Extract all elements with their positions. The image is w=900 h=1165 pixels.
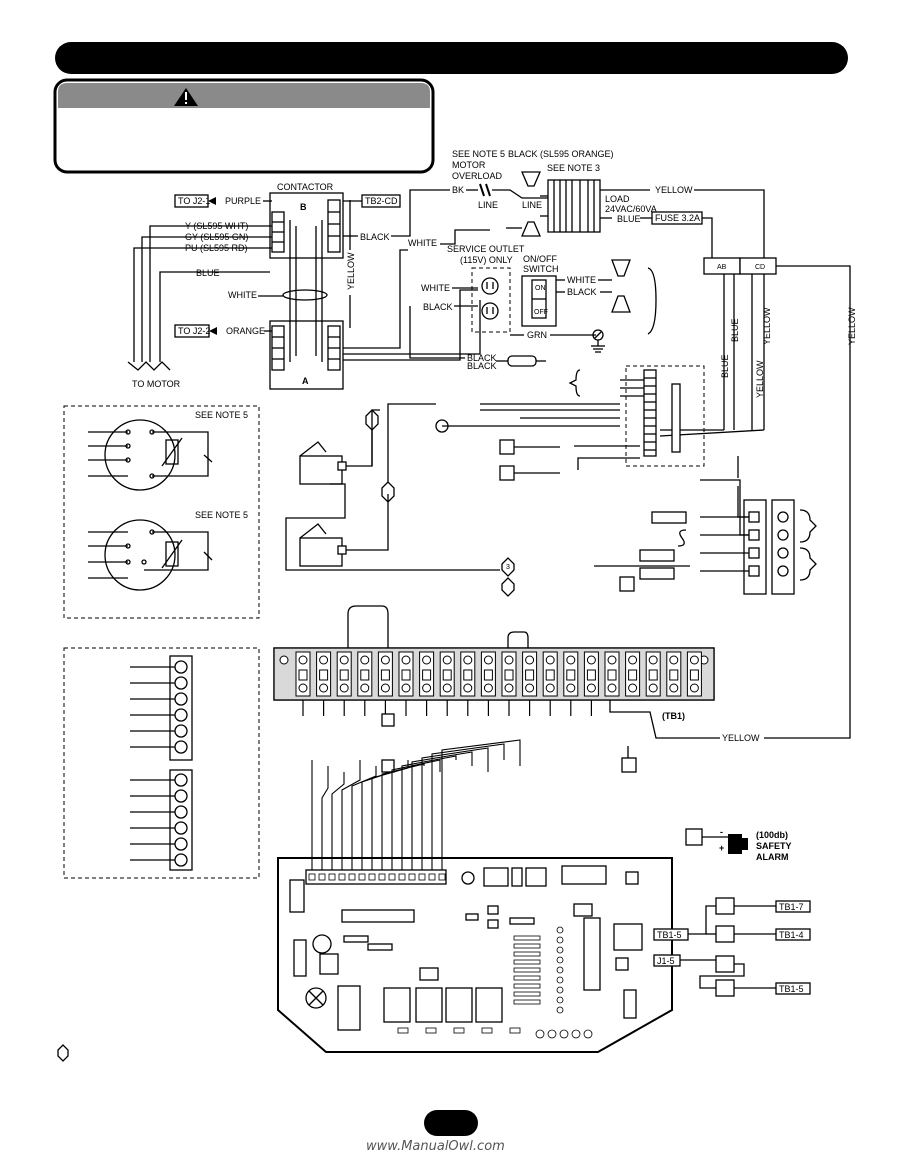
load-label: LOAD <box>605 194 630 204</box>
tb1-5-label-b: TB1-5 <box>779 984 804 994</box>
blue-label-transformer: BLUE <box>617 214 641 224</box>
connector-pins-2 <box>130 773 188 867</box>
switch-on-label: ON <box>535 285 546 292</box>
blue-label-vertical-2: BLUE <box>720 354 730 378</box>
ground-icon <box>591 329 605 353</box>
black-orange-label: BLACK (SL595 ORANGE) <box>508 149 614 159</box>
black-label-lower-2: BLACK <box>467 361 497 371</box>
black-label-contactor: BLACK <box>360 232 390 242</box>
yellow-label-contactor: YELLOW <box>346 252 356 290</box>
tb1-label: (TB1) <box>662 711 685 721</box>
see-note-5-label: SEE NOTE 5 <box>452 149 505 159</box>
contactor-a-label: A <box>302 376 309 386</box>
alarm-alarm-label: ALARM <box>756 852 789 862</box>
on-off-label: ON/OFF <box>523 254 557 264</box>
overload-label: OVERLOAD <box>452 171 503 181</box>
page-number-tab <box>424 1110 478 1136</box>
to-j2-1-label: TO J2-1 <box>178 196 210 206</box>
cd-label: CD <box>755 264 765 271</box>
service-outlet <box>481 277 499 320</box>
on-off-switch: ON OFF <box>521 275 557 327</box>
watermark: www.ManualOwl.com <box>366 1139 505 1154</box>
grn-label: GRN <box>527 330 547 340</box>
tb2-cd-label: TB2-CD <box>365 196 398 206</box>
warning-box <box>53 78 435 174</box>
contactor-b-label: B <box>300 202 307 212</box>
limit-switch-1 <box>88 419 213 491</box>
service-outlet-label: SERVICE OUTLET <box>447 244 525 254</box>
tb1-terminal-block <box>273 647 715 701</box>
blue-label-vertical-1: BLUE <box>730 318 740 342</box>
limit-switch-2 <box>88 519 213 591</box>
motor-label: MOTOR <box>452 160 486 170</box>
bk-label: BK <box>452 185 464 195</box>
tb1-7-label: TB1-7 <box>779 902 804 912</box>
alarm-db-label: (100db) <box>756 830 788 840</box>
microswitch-1 <box>285 409 500 571</box>
yellow-label-right: YELLOW <box>847 307 857 345</box>
black-label-switch: BLACK <box>567 287 597 297</box>
connector-pins-1 <box>130 660 188 754</box>
yellow-label-vertical-1: YELLOW <box>762 307 772 345</box>
yellow-label-tb1: YELLOW <box>722 733 760 743</box>
warning-triangle-icon <box>174 88 198 106</box>
safety-alarm-icon <box>702 834 748 854</box>
line-label-1: LINE <box>478 200 498 210</box>
purple-label: PURPLE <box>225 196 261 206</box>
black-label-lower-1: BLACK <box>467 353 497 363</box>
contactor: CONTACTOR B A <box>269 182 344 390</box>
line-label-2: LINE <box>522 200 542 210</box>
yellow-label-transformer: YELLOW <box>655 185 693 195</box>
black-label-outlet: BLACK <box>423 302 453 312</box>
switch-off-label: OFF <box>534 309 548 316</box>
orange-label: ORANGE <box>226 326 265 336</box>
control-board <box>277 857 673 1053</box>
to-j2-2-label: TO J2-2 <box>178 326 210 336</box>
see-note-5-limit-2: SEE NOTE 5 <box>195 510 248 520</box>
white-label-switch: WHITE <box>567 275 596 285</box>
header-bar <box>55 42 848 74</box>
alarm-safety-label: SAFETY <box>756 841 792 851</box>
white-label-contactor: WHITE <box>228 290 257 300</box>
tb1-5-label-a: TB1-5 <box>657 930 682 940</box>
microswitch-2 <box>299 494 389 567</box>
contactor-label: CONTACTOR <box>277 182 334 192</box>
115v-only-label: (115V) ONLY <box>460 255 513 265</box>
j1-5-label: J1-5 <box>657 956 675 966</box>
fuse-label: FUSE 3.2A <box>655 213 700 223</box>
hex-3-label: 3 <box>506 564 510 571</box>
blue-label-contactor: BLUE <box>196 268 220 278</box>
tb1-4-label: TB1-4 <box>779 930 804 940</box>
white-label-outlet: WHITE <box>421 283 450 293</box>
alarm-plus: + <box>719 843 724 853</box>
load-rating-label: 24VAC/60VA <box>605 204 657 214</box>
white-label-mid: WHITE <box>408 238 437 248</box>
yellow-label-vertical-2: YELLOW <box>755 360 765 398</box>
ab-label: AB <box>717 264 727 271</box>
switch-label: SWITCH <box>523 264 559 274</box>
see-note-3-label: SEE NOTE 3 <box>547 163 600 173</box>
alarm-minus: - <box>720 827 723 837</box>
to-motor-label: TO MOTOR <box>132 379 181 389</box>
see-note-5-limit-1: SEE NOTE 5 <box>195 410 248 420</box>
